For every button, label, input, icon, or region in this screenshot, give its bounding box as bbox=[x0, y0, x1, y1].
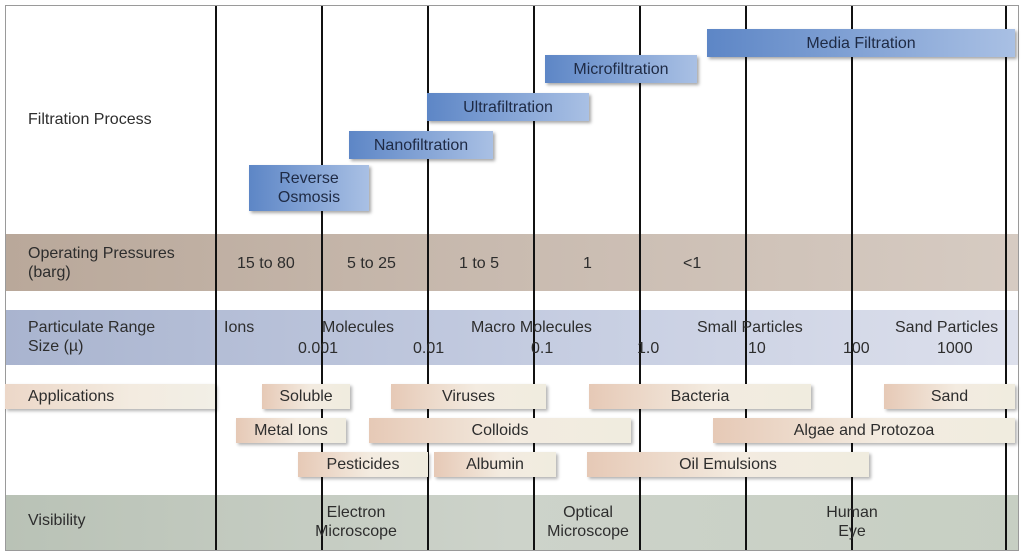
size-tick-label: 100 bbox=[843, 340, 870, 357]
row-label-applications: Applications bbox=[5, 384, 215, 409]
size-tick-label: 0.001 bbox=[298, 340, 339, 357]
grid-line bbox=[215, 5, 217, 551]
grid-line bbox=[639, 5, 641, 551]
application-soluble: Soluble bbox=[262, 384, 350, 409]
process-nanofiltration: Nanofiltration bbox=[349, 131, 493, 159]
operating-pressures-band bbox=[5, 234, 1019, 291]
row-label-filtration-process: Filtration Process bbox=[28, 111, 152, 128]
grid-line bbox=[745, 5, 747, 551]
size-tick-label: 0.1 bbox=[531, 340, 554, 357]
pressure-value: 1 to 5 bbox=[459, 255, 500, 272]
application-colloids: Colloids bbox=[369, 418, 631, 443]
application-viruses: Viruses bbox=[391, 384, 546, 409]
particulate-range-band bbox=[5, 310, 1019, 365]
application-bacteria: Bacteria bbox=[589, 384, 811, 409]
application-metal-ions: Metal Ions bbox=[236, 418, 346, 443]
process-ultrafiltration: Ultrafiltration bbox=[427, 93, 589, 121]
row-label-particulate-range: Particulate Range Size (µ) bbox=[28, 319, 156, 355]
visibility-human-eye: Human Eye bbox=[826, 504, 878, 540]
visibility-optical-microscope: Optical Microscope bbox=[547, 504, 629, 540]
application-pesticides: Pesticides bbox=[298, 452, 428, 477]
size-tick-label: 0.01 bbox=[413, 340, 445, 357]
visibility-band bbox=[5, 495, 1019, 551]
particle-category: Molecules bbox=[322, 319, 395, 336]
row-label-visibility: Visibility bbox=[28, 512, 86, 529]
grid-line bbox=[1005, 5, 1007, 551]
size-tick-label: 1000 bbox=[937, 340, 973, 357]
pressure-value: 15 to 80 bbox=[237, 255, 295, 272]
size-tick-label: 10 bbox=[748, 340, 766, 357]
pressure-value: 1 bbox=[583, 255, 592, 272]
visibility-electron-microscope: Electron Microscope bbox=[315, 504, 397, 540]
grid-line bbox=[851, 5, 853, 551]
application-oil-emulsions: Oil Emulsions bbox=[587, 452, 869, 477]
grid-line bbox=[533, 5, 535, 551]
process-media-filtration: Media Filtration bbox=[707, 29, 1015, 57]
grid-line bbox=[321, 5, 323, 551]
particle-category: Sand Particles bbox=[895, 319, 999, 336]
diagram-frame bbox=[5, 5, 1019, 551]
row-label-operating-pressures: Operating Pressures (barg) bbox=[28, 245, 175, 281]
size-tick-label: 1.0 bbox=[637, 340, 660, 357]
process-reverse-osmosis: Reverse Osmosis bbox=[249, 165, 369, 211]
application-algae-and-protozoa: Algae and Protozoa bbox=[713, 418, 1015, 443]
application-sand: Sand bbox=[884, 384, 1015, 409]
application-albumin: Albumin bbox=[434, 452, 556, 477]
pressure-value: <1 bbox=[683, 255, 702, 272]
pressure-value: 5 to 25 bbox=[347, 255, 396, 272]
particle-category: Macro Molecules bbox=[471, 319, 592, 336]
particle-category: Small Particles bbox=[697, 319, 803, 336]
grid-line bbox=[427, 5, 429, 551]
process-microfiltration: Microfiltration bbox=[545, 55, 697, 83]
particle-category: Ions bbox=[224, 319, 255, 336]
